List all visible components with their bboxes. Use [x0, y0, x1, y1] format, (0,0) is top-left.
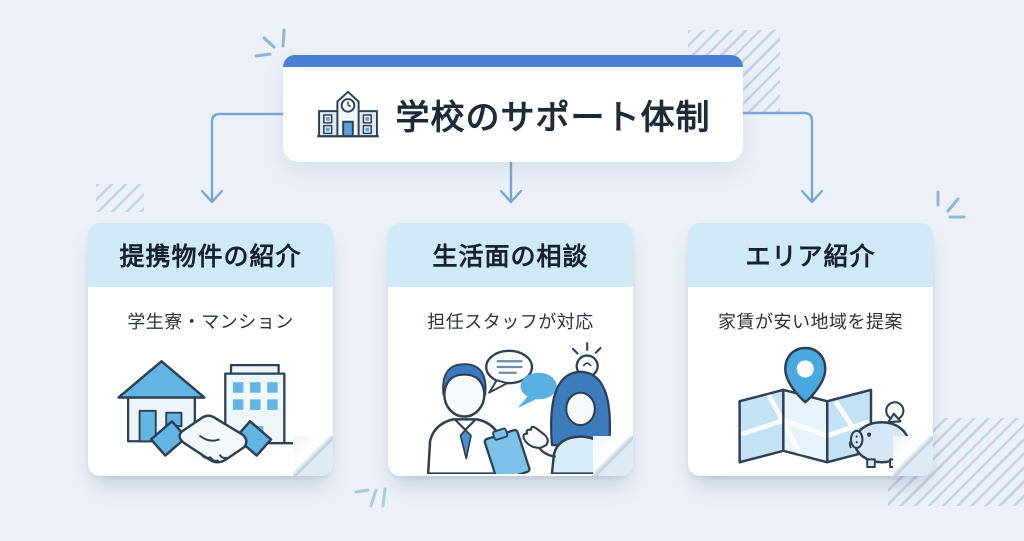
card-header: 提携物件の紹介 — [88, 223, 333, 287]
page-fold-corner — [893, 436, 933, 476]
house-handshake-building-icon — [116, 360, 301, 464]
page-title: 学校のサポート体制 — [395, 99, 711, 137]
page-fold-corner — [593, 436, 633, 476]
school-building-icon — [316, 90, 379, 137]
hatch-pattern — [96, 184, 144, 212]
card-partner-properties: 提携物件の紹介 学生寮・マンション — [88, 223, 333, 476]
arrowhead-left — [200, 189, 224, 204]
connector-left — [210, 112, 292, 202]
card-life-consultation: 生活面の相談 担任スタッフが対応 — [388, 223, 633, 482]
card-header: エリア紹介 — [688, 223, 933, 287]
header-accent-bar — [283, 55, 743, 67]
header-card: 学校のサポート体制 — [283, 55, 743, 162]
arrowhead-middle — [499, 189, 523, 204]
connector-right — [734, 111, 814, 202]
sparkle-icon — [254, 28, 286, 58]
card-title: 生活面の相談 — [432, 243, 589, 271]
card-subtitle: 担任スタッフが対応 — [427, 312, 594, 332]
page-fold-corner — [293, 436, 333, 476]
card-area-introduction: エリア紹介 家賃が安い地域を提案 — [688, 223, 933, 476]
card-header: 生活面の相談 — [388, 223, 633, 287]
card-title: 提携物件の紹介 — [119, 243, 302, 271]
map-pin-piggy-bank-icon — [737, 346, 909, 468]
sparkle-icon — [936, 190, 966, 219]
arrowhead-right — [800, 189, 824, 204]
staff-consultation-icon — [426, 342, 611, 482]
card-title: エリア紹介 — [745, 243, 876, 271]
card-subtitle: 家賃が安い地域を提案 — [718, 312, 903, 332]
card-subtitle: 学生寮・マンション — [127, 312, 294, 332]
sparkle-icon — [354, 487, 387, 508]
